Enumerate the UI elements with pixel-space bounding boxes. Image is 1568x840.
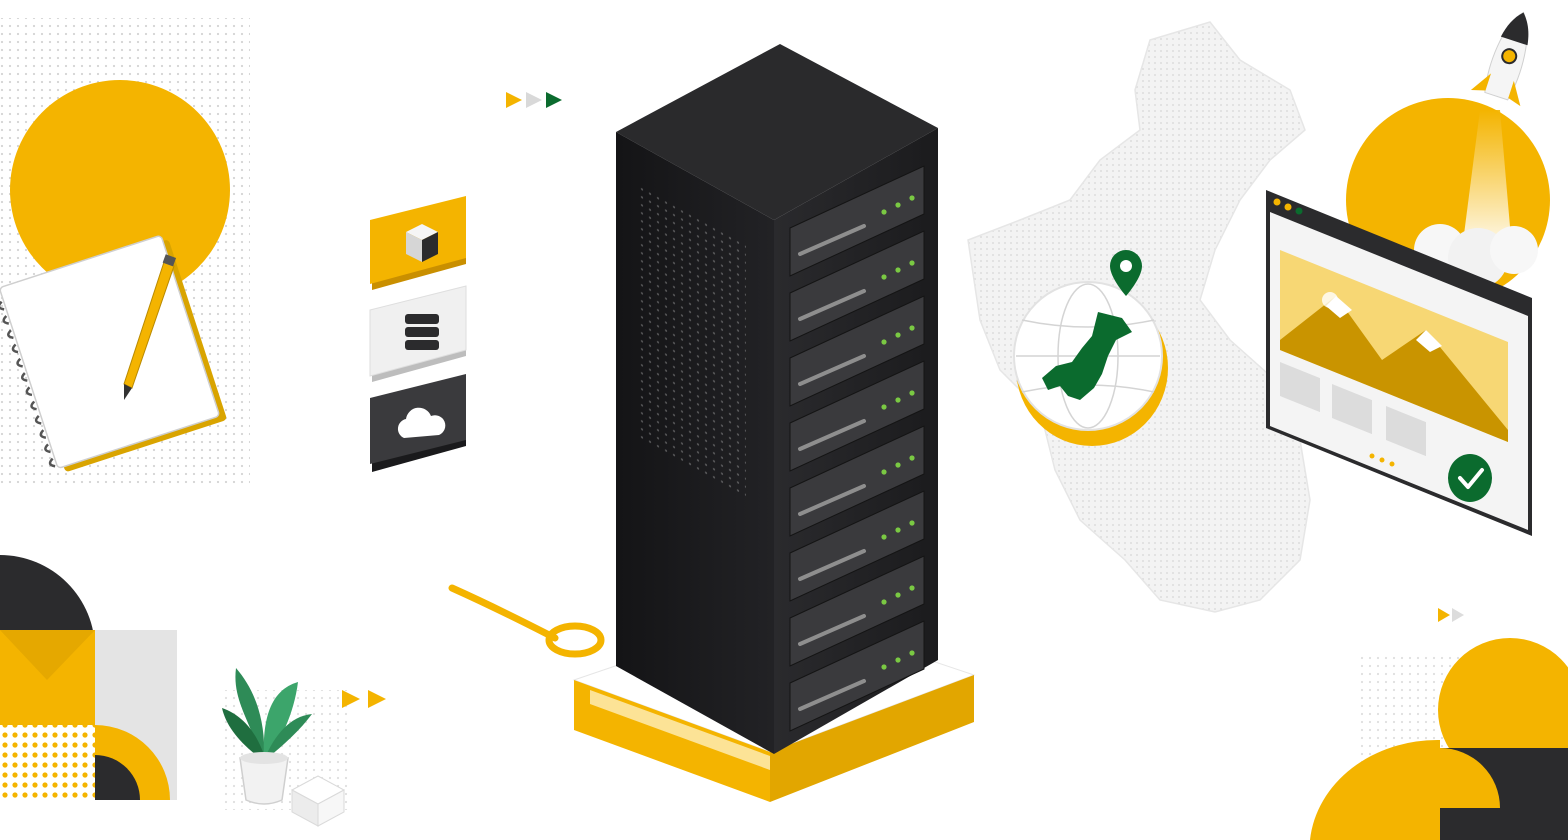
server-rack	[572, 44, 976, 802]
play-arrow-icons-bottom	[342, 690, 386, 708]
window-dot-icon	[1284, 203, 1292, 211]
check-circle-icon	[1448, 454, 1492, 502]
play-arrow-icons-top	[506, 92, 562, 108]
play-arrow-icons-right	[1438, 608, 1464, 622]
window-dot-icon	[1273, 198, 1281, 206]
bottom-right-decor	[1310, 638, 1568, 840]
service-tile-database	[369, 285, 467, 382]
drive-unit	[789, 490, 925, 602]
drive-unit	[789, 555, 925, 667]
dark-quarter-circle	[0, 555, 95, 650]
window-dot-icon	[1295, 207, 1303, 215]
drive-unit	[789, 620, 925, 732]
location-pin-icon	[1110, 250, 1142, 296]
cable	[448, 584, 605, 658]
browser-window	[1266, 190, 1532, 536]
server-drive-units	[789, 165, 925, 732]
drive-unit	[789, 230, 925, 342]
drive-unit	[789, 360, 925, 472]
cloud-icon	[397, 407, 446, 438]
pakistan-shape	[1042, 312, 1132, 400]
database-icon	[405, 314, 439, 350]
box-icon	[406, 224, 438, 262]
service-tile-box	[370, 196, 466, 290]
small-cube	[290, 775, 346, 827]
drive-unit	[789, 165, 925, 277]
yellow-dot-pattern	[0, 725, 95, 800]
top-left-decor	[0, 18, 250, 488]
globe-with-pakistan-map	[1013, 281, 1168, 446]
drive-unit	[789, 295, 925, 407]
bottom-left-decor	[0, 555, 177, 800]
mountain-image	[1280, 250, 1508, 442]
yellow-circle-top-left	[10, 80, 230, 300]
rocket-icon	[1470, 11, 1529, 107]
service-tile-cloud	[370, 374, 466, 472]
pencil-icon	[123, 254, 177, 400]
drive-unit	[789, 425, 925, 537]
